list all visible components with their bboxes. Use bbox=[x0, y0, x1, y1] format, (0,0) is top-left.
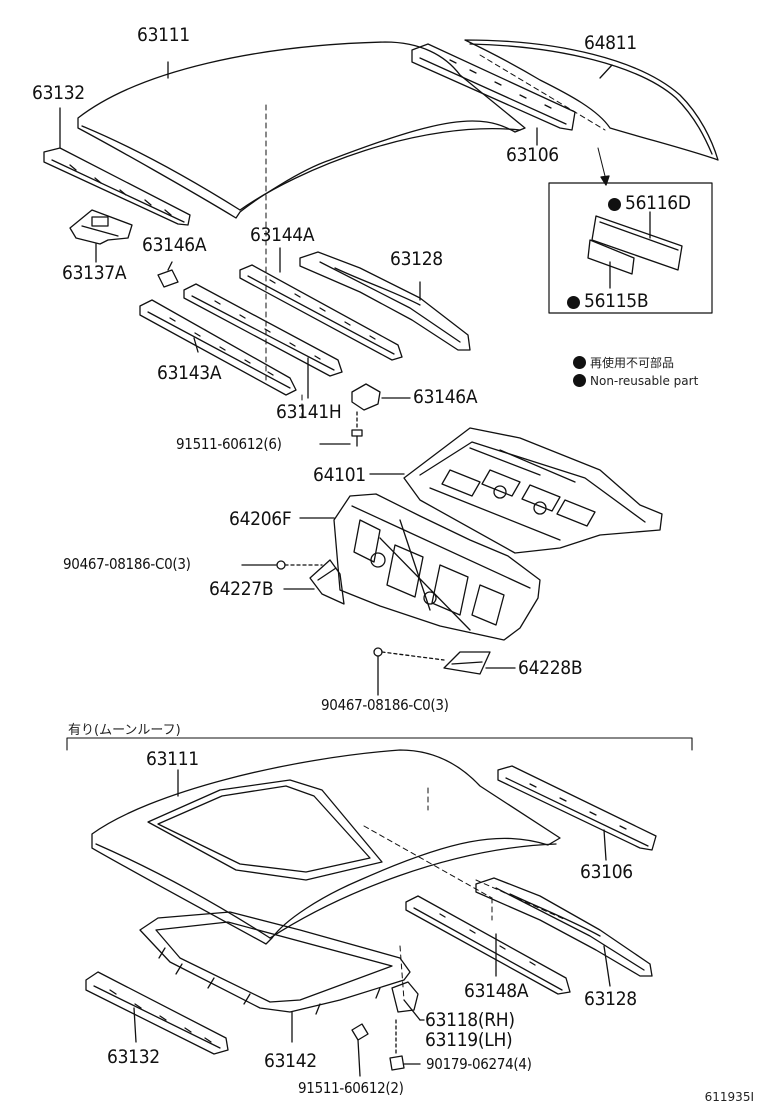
non-reusable-dot bbox=[567, 296, 580, 309]
bolt-91511-bottom bbox=[351, 1023, 369, 1077]
label-56115b-text: 56115B bbox=[584, 290, 649, 312]
label-63106-bottom: 63106 bbox=[580, 861, 633, 883]
label-64227b: 64227B bbox=[209, 578, 274, 600]
label-63143a: 63143A bbox=[157, 362, 222, 384]
label-63111-top: 63111 bbox=[137, 24, 190, 46]
legend-en: Non-reusable part bbox=[573, 374, 698, 388]
front-roof-header-bottom bbox=[85, 971, 229, 1055]
label-63144a: 63144A bbox=[250, 224, 315, 246]
rear-roof-header-bottom bbox=[497, 765, 657, 861]
label-63132-top: 63132 bbox=[32, 82, 85, 104]
label-63132-bottom: 63132 bbox=[107, 1046, 160, 1068]
nut-90179 bbox=[389, 1019, 421, 1071]
label-63128-bottom: 63128 bbox=[584, 988, 637, 1010]
legend-jp-text: 再使用不可部品 bbox=[590, 356, 675, 370]
label-63146a-1: 63146A bbox=[142, 234, 207, 256]
label-64811: 64811 bbox=[584, 32, 637, 54]
section-header-moonroof: 有り(ムーンルーフ) bbox=[68, 723, 181, 738]
rear-floor-pan bbox=[369, 427, 663, 554]
bolt-91511-top bbox=[319, 411, 363, 447]
roof-panel-top bbox=[77, 41, 526, 219]
clip-90467-b bbox=[373, 647, 445, 696]
label-64206f: 64206F bbox=[229, 508, 292, 530]
non-reusable-dot bbox=[573, 374, 586, 387]
label-91511-top: 91511-60612(6) bbox=[176, 435, 282, 453]
label-63142: 63142 bbox=[264, 1050, 317, 1072]
package-tray-panel bbox=[299, 493, 541, 641]
clip-90467-a bbox=[241, 560, 323, 570]
label-56116d-text: 56116D bbox=[625, 192, 691, 214]
gusset-64228b bbox=[443, 651, 516, 675]
roof-reinforcement-63141h bbox=[183, 283, 343, 399]
label-63118: 63118(RH) bbox=[425, 1009, 515, 1031]
label-63128-top: 63128 bbox=[390, 248, 443, 270]
label-63111-bottom: 63111 bbox=[146, 748, 199, 770]
front-roof-header-top bbox=[43, 107, 191, 226]
label-56116d: 56116D bbox=[608, 194, 691, 213]
non-reusable-dot bbox=[608, 198, 621, 211]
label-63137a: 63137A bbox=[62, 262, 127, 284]
label-63148a: 63148A bbox=[464, 980, 529, 1002]
label-90467-b: 90467-08186-C0(3) bbox=[321, 696, 449, 714]
rear-roof-header-top bbox=[411, 43, 576, 146]
figure-id: 611935I bbox=[704, 1090, 754, 1104]
label-63106-top: 63106 bbox=[506, 144, 559, 166]
gusset-64227b bbox=[283, 559, 345, 605]
roof-reinforcement-63128-top bbox=[299, 251, 471, 351]
roof-reinforcement-63144a bbox=[239, 247, 403, 361]
label-64228b: 64228B bbox=[518, 657, 583, 679]
label-63146a-2: 63146A bbox=[413, 386, 478, 408]
sunroof-housing-frame bbox=[139, 911, 411, 1043]
bracket-63146a-left bbox=[157, 261, 179, 288]
inset-box bbox=[548, 182, 713, 314]
roof-reinforcement-63143a bbox=[139, 299, 297, 396]
label-63141h: 63141H bbox=[276, 401, 342, 423]
label-90179: 90179-06274(4) bbox=[426, 1055, 532, 1073]
bracket-63118-63119 bbox=[391, 981, 425, 1021]
non-reusable-dot bbox=[573, 356, 586, 369]
roof-reinforcement-63128-bottom bbox=[475, 877, 653, 987]
roof-panel-moonroof bbox=[91, 749, 561, 945]
label-90467-a: 90467-08186-C0(3) bbox=[63, 555, 191, 573]
label-56115b: 56115B bbox=[567, 290, 649, 312]
legend-en-text: Non-reusable part bbox=[590, 374, 699, 388]
bracket-63137a bbox=[69, 209, 133, 263]
roof-reinforcement-63148a bbox=[405, 895, 571, 995]
section-bracket bbox=[66, 737, 693, 751]
rear-roof-panel bbox=[464, 39, 719, 161]
bracket-63146a-right bbox=[351, 383, 411, 411]
label-91511-bottom: 91511-60612(2) bbox=[298, 1079, 404, 1097]
label-64101: 64101 bbox=[313, 464, 366, 486]
legend-jp: 再使用不可部品 bbox=[573, 354, 674, 371]
label-63119: 63119(LH) bbox=[425, 1029, 513, 1051]
